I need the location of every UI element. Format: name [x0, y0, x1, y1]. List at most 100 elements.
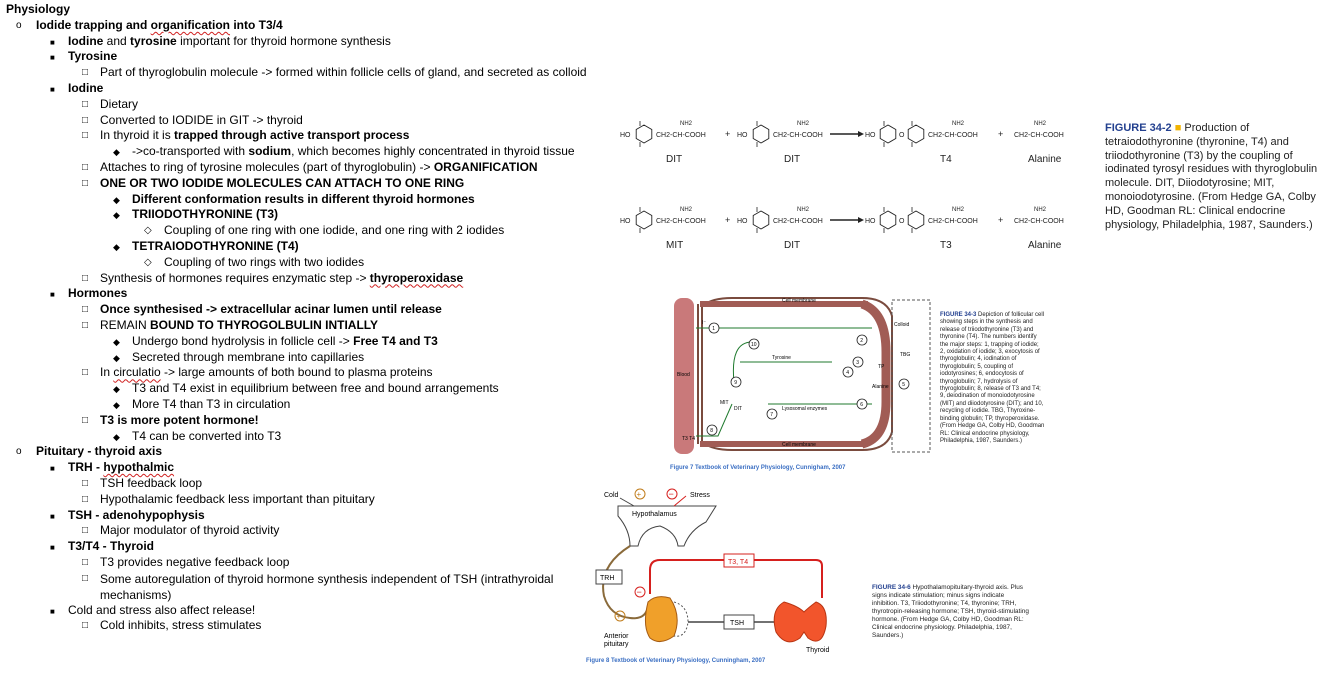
note-line: □In circulatio -> large amounts of both … [6, 365, 606, 381]
amine-label: NH2 [952, 121, 965, 127]
note-line: ◇Coupling of two rings with two iodides [6, 255, 606, 271]
step-number: 7 [770, 412, 773, 418]
note-line: ◆T3 and T4 exist in equilibrium between … [6, 381, 606, 397]
note-line: □Synthesis of hormones requires enzymati… [6, 271, 606, 287]
side-chain-label: CH2-CH-COOH [928, 132, 978, 139]
bullet-marker-icon: ■ [50, 84, 55, 94]
bullet-marker-icon: ■ [50, 606, 55, 616]
note-line: ◆TRIIODOTHYRONINE (T3) [6, 207, 606, 223]
amine-label: NH2 [680, 207, 693, 213]
step-number: 8 [710, 428, 713, 434]
note-text: sodium [248, 144, 292, 159]
note-text: Iodine [68, 33, 104, 48]
note-text: ONE OR TWO IODIDE MOLECULES CAN ATTACH T… [100, 175, 465, 190]
note-line: ■TSH - adenohypophysis [6, 508, 606, 524]
bullet-marker-icon: ■ [50, 464, 55, 474]
note-line: □REMAIN BOUND TO THYROGOLBULIN INTIALLY [6, 318, 606, 334]
amine-label: NH2 [680, 121, 693, 127]
bullet-marker-icon: □ [82, 161, 89, 173]
note-line: □Hypothalamic feedback less important th… [6, 492, 606, 508]
bullet-marker-icon: ◆ [113, 352, 120, 363]
anterior-label: Anterior [604, 633, 629, 640]
side-chain-label: CH2-CH-COOH [928, 218, 978, 225]
ho-group-label: HO [620, 218, 631, 225]
mit-label: MIT [720, 400, 729, 406]
bullet-marker-icon: □ [82, 556, 89, 568]
note-text: important for thyroid hormone synthesis [176, 33, 391, 48]
bullet-marker-icon: □ [82, 130, 89, 142]
step-circle-shape [708, 322, 720, 334]
note-line: □Once synthesised -> extracellular acina… [6, 302, 606, 318]
note-text: T4 can be converted into T3 [132, 428, 282, 443]
bullet-marker-icon: □ [82, 572, 89, 584]
bullet-marker-icon: ◆ [113, 194, 120, 205]
step-number: 10 [751, 342, 757, 348]
tbg-label: TBG [900, 352, 910, 358]
stress-label: Stress [690, 492, 710, 499]
side-chain-label: CH2-CH-COOH [656, 132, 706, 139]
amine-label: NH2 [797, 121, 810, 127]
note-line: □T3 provides negative feedback loop [6, 555, 606, 571]
note-line: ◆Undergo bond hydrolysis in follicle cel… [6, 334, 606, 350]
note-text: REMAIN [100, 317, 151, 332]
ether-oxygen-label: O [899, 132, 905, 139]
step-circle-shape [730, 376, 742, 388]
note-text: ->co-transported with [132, 144, 249, 159]
side-chain-label: CH2-CH-COOH [656, 218, 706, 225]
note-text: Attaches to ring of tyrosine molecules (… [100, 159, 434, 174]
note-text: T3/T4 - Thyroid [68, 539, 155, 554]
blood-vessel-shape [674, 298, 694, 454]
amine-label: NH2 [797, 207, 810, 213]
bullet-marker-icon: □ [82, 98, 89, 110]
bullet-marker-icon: ◆ [113, 384, 120, 395]
hypothalamus-label: Hypothalamus [632, 511, 677, 518]
caption-body: Hypothalamopituitary-thyroid axis. Plus … [872, 584, 1029, 639]
bullet-marker-icon: □ [82, 319, 89, 331]
molecule-name-label: T4 [940, 154, 952, 165]
note-line: □Major modulator of thyroid activity [6, 523, 606, 539]
caption-bullet-icon: ■ [1174, 122, 1182, 134]
note-line: □T3 is more potent hormone! [6, 413, 606, 429]
step-number: 3 [856, 360, 859, 366]
caption-heading: FIGURE 34-6 [872, 584, 911, 591]
bullet-marker-icon: □ [82, 114, 89, 126]
note-line: ■Iodine [6, 81, 606, 97]
side-chain-label: CH2-CH-COOH [773, 218, 823, 225]
plus-sign: + [725, 129, 730, 139]
benzene-ring-shape [879, 124, 897, 144]
note-line: ◆More T4 than T3 in circulation [6, 397, 606, 413]
molecule-name-label: MIT [666, 240, 683, 251]
bullet-marker-icon: □ [82, 177, 89, 189]
note-text: TETRAIODOTHYRONINE (T4) [132, 238, 299, 253]
bullet-marker-icon: o [16, 446, 22, 458]
bullet-marker-icon: ◇ [144, 256, 152, 268]
caption-body: Production of tetraiodothyronine (thyron… [1105, 122, 1318, 231]
caption-heading: FIGURE 34-2 [1105, 122, 1172, 134]
molecule-name-label: DIT [784, 240, 800, 251]
cell-membrane-bottom-label: Cell membrane [782, 442, 816, 448]
note-text: , which becomes highly concentrated in t… [291, 144, 575, 159]
note-line: ■Hormones [6, 286, 606, 302]
benzene-ring-shape [879, 210, 897, 230]
note-line: ■Tyrosine [6, 49, 606, 65]
feedback-minus-icon: − [637, 587, 642, 597]
note-line: □Cold inhibits, stress stimulates [6, 618, 606, 634]
note-text: TRH - [68, 460, 104, 475]
step-number: 1 [712, 326, 715, 332]
bullet-marker-icon: o [16, 19, 22, 31]
note-line: ■Iodine and tyrosine important for thyro… [6, 34, 606, 50]
pituitary-label: pituitary [604, 641, 629, 648]
ho-group-label: HO [620, 132, 631, 139]
bullet-marker-icon: ■ [50, 543, 55, 553]
note-line: ◆Secreted through membrane into capillar… [6, 350, 606, 366]
note-text: organification [150, 17, 231, 32]
bullet-marker-icon: □ [82, 67, 89, 79]
step-number: 9 [734, 380, 737, 386]
note-text: Undergo bond hydrolysis in follicle cell… [132, 333, 354, 348]
note-text: TRIIODOTHYRONINE (T3) [132, 207, 278, 222]
ho-group-label: HO [865, 218, 876, 225]
note-text: Once synthesised -> extracellular acinar… [100, 302, 442, 317]
